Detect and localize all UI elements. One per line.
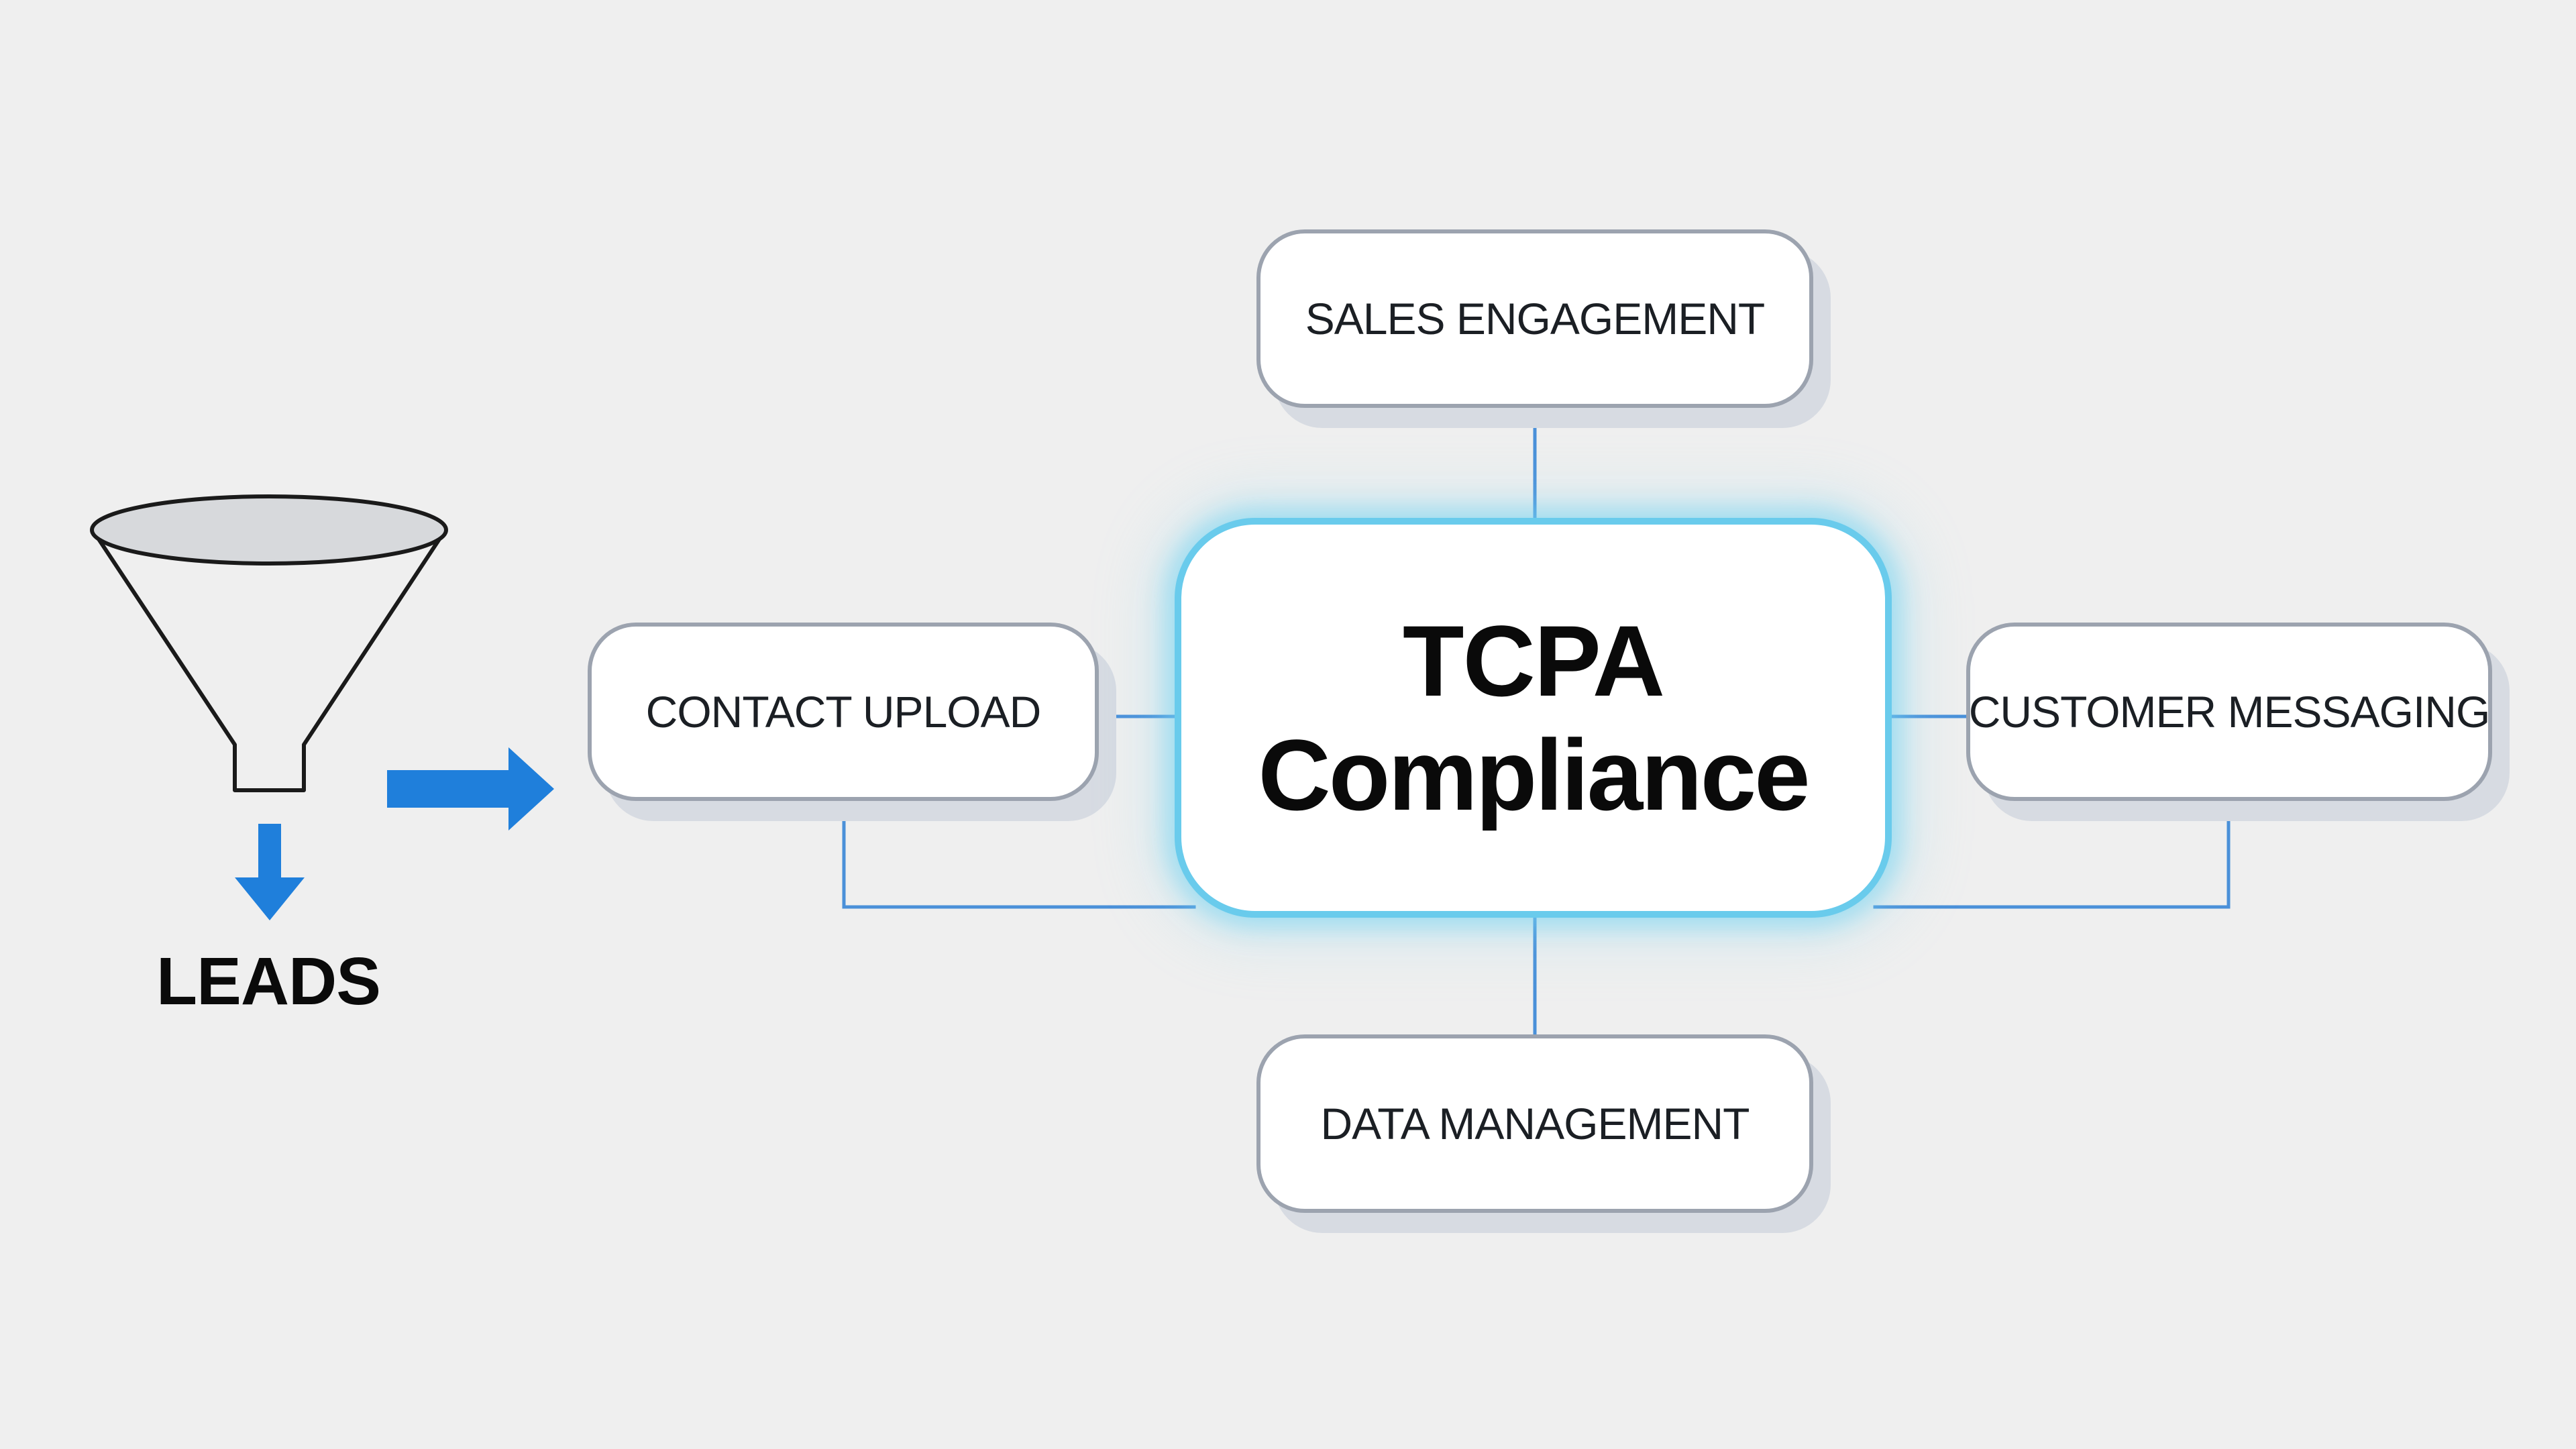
center-title-line-1: TCPA [1402,604,1665,717]
node-tcpa-compliance: TCPA Compliance [1175,518,1892,918]
connector-contact-bottom-loop [842,799,1196,909]
node-sales-engagement: SALES ENGAGEMENT [1256,229,1813,408]
arrow-down-icon [235,824,305,920]
arrow-right-icon [387,747,554,830]
leads-label: LEADS [156,944,381,1019]
connector-customer-bottom-loop [1873,799,2231,909]
node-sales-engagement-label: SALES ENGAGEMENT [1305,294,1766,343]
node-customer-messaging: CUSTOMER MESSAGING [1966,623,2492,801]
node-customer-messaging-label: CUSTOMER MESSAGING [1968,687,2491,737]
node-contact-upload: CONTACT UPLOAD [588,623,1099,801]
center-title-line-2: Compliance [1258,718,1810,831]
node-contact-upload-label: CONTACT UPLOAD [645,687,1042,737]
funnel-icon [90,494,448,792]
node-data-management: DATA MANAGEMENT [1256,1034,1813,1213]
node-data-management-label: DATA MANAGEMENT [1320,1099,1750,1148]
